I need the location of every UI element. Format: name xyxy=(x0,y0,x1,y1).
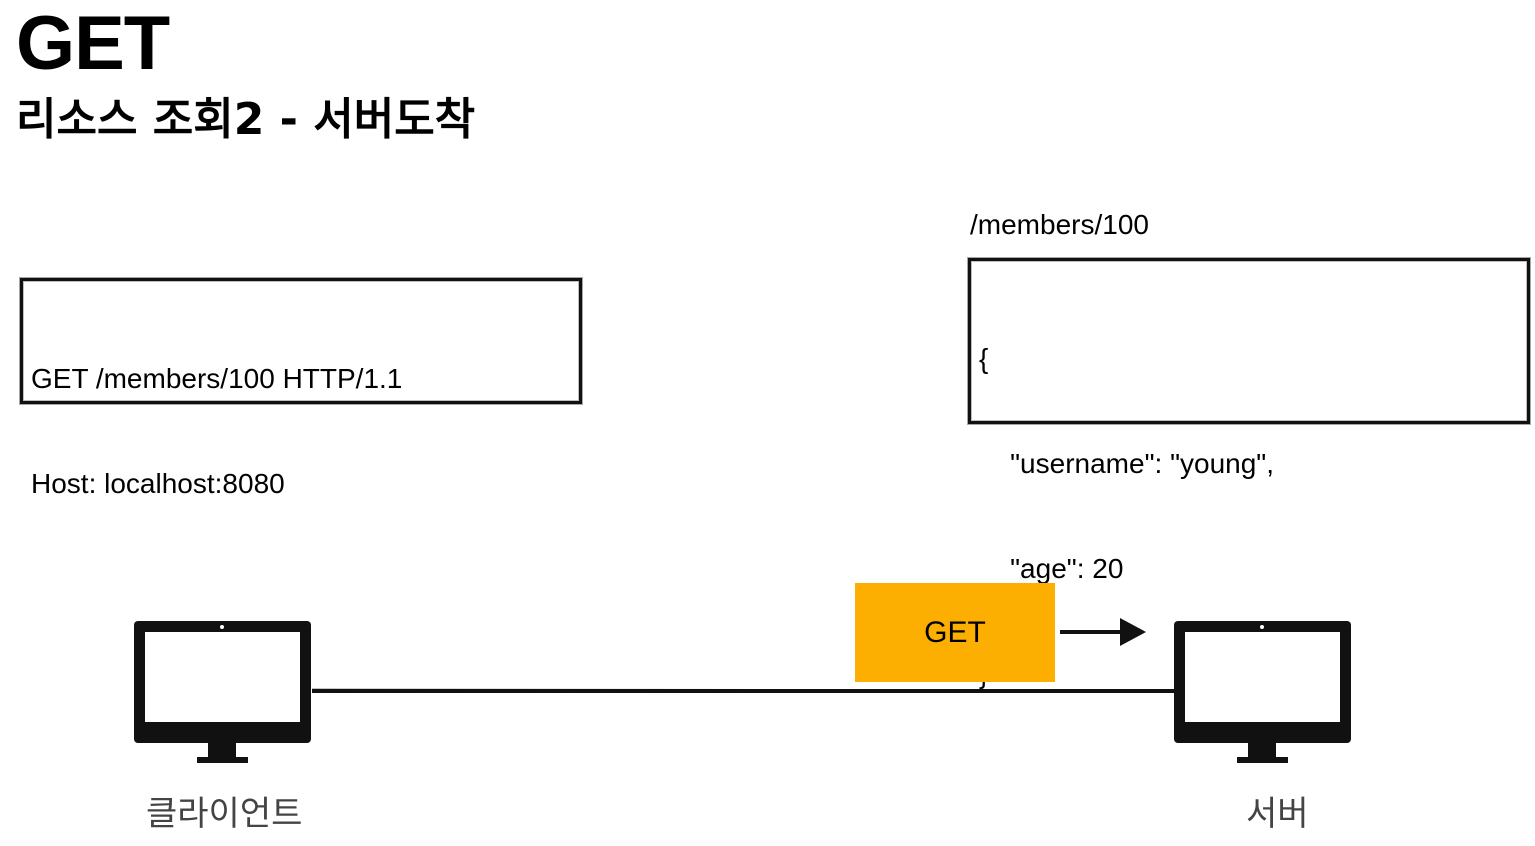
request-line: GET /members/100 HTTP/1.1 xyxy=(31,363,403,394)
resource-data-box: { "username": "young", "age": 20 } xyxy=(968,258,1530,689)
json-line: { xyxy=(979,343,989,374)
resource-json: { "username": "young", "age": 20 } xyxy=(979,271,1274,761)
json-line: "username": "young", xyxy=(979,448,1275,479)
get-message-badge: GET xyxy=(855,583,1055,682)
resource-path: /members/100 xyxy=(970,209,1149,240)
server-label: 서버 xyxy=(1246,794,1309,834)
request-host-header: Host: localhost:8080 xyxy=(31,468,285,499)
http-request-text: GET /members/100 HTTP/1.1 Host: localhos… xyxy=(31,291,402,571)
client-monitor-icon xyxy=(134,621,311,763)
page-title: GET xyxy=(16,1,170,86)
http-request-box: GET /members/100 HTTP/1.1 Host: localhos… xyxy=(20,278,582,499)
page-subtitle: 리소스 조회2 - 서버도착 xyxy=(16,94,476,145)
get-message-label: GET xyxy=(924,615,986,649)
json-line: "age": 20 xyxy=(979,553,1124,584)
client-label: 클라이언트 xyxy=(146,794,303,834)
